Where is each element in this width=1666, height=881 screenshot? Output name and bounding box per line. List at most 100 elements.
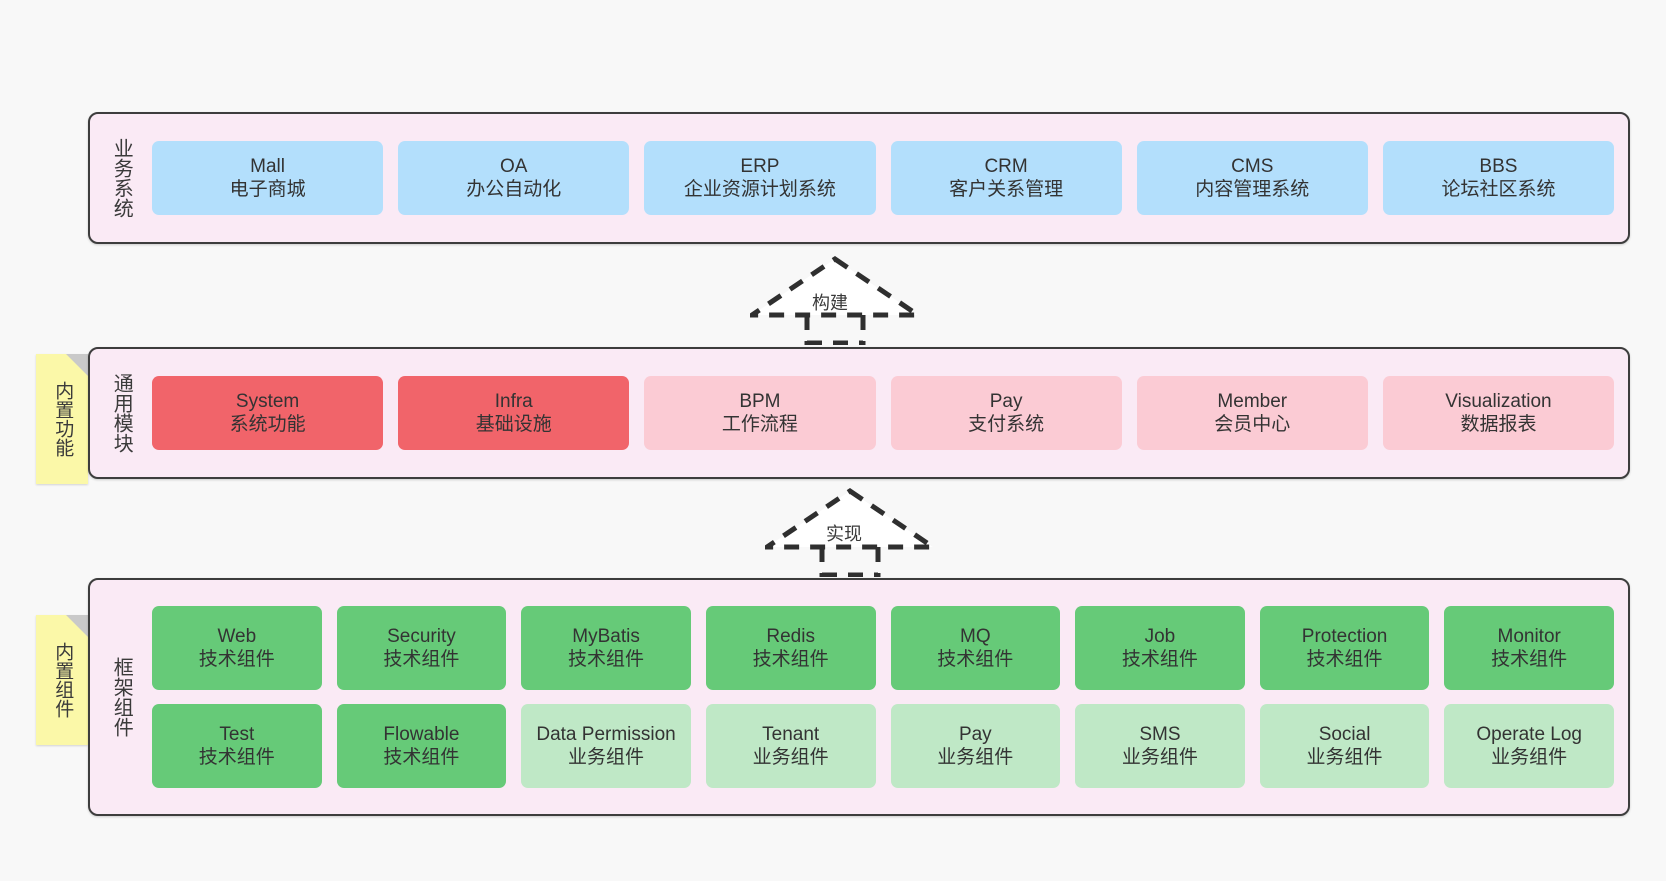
- card-bpm[interactable]: BPM 工作流程: [644, 376, 876, 450]
- card-title: Test: [219, 723, 255, 745]
- card-pay-business[interactable]: Pay 业务组件: [890, 704, 1061, 788]
- card-sms[interactable]: SMS 业务组件: [1075, 704, 1245, 788]
- layer-body-business: Mall 电子商城 OA 办公自动化 ERP 企业资源计划系统 CRM 客户关系…: [144, 114, 1628, 242]
- layer-title-framework: 框架组件: [110, 657, 133, 737]
- layer-business-systems: 业务系统 Mall 电子商城 OA 办公自动化 ERP 企业资源计划系统 CRM…: [88, 112, 1630, 244]
- card-subtitle: 业务组件: [752, 747, 829, 768]
- card-title: Mall: [250, 155, 285, 177]
- card-subtitle: 论坛社区系统: [1441, 179, 1556, 200]
- card-subtitle: 技术组件: [937, 649, 1014, 670]
- card-subtitle: 技术组件: [1306, 649, 1383, 670]
- card-subtitle: 技术组件: [1491, 649, 1568, 670]
- card-subtitle: 会员中心: [1214, 414, 1291, 435]
- card-row: System 系统功能 Infra 基础设施 BPM 工作流程 Pay 支付系统…: [152, 376, 1615, 450]
- card-subtitle: 办公自动化: [466, 179, 562, 200]
- card-title: Visualization: [1445, 390, 1552, 412]
- generalization-arrowhead: [765, 487, 935, 550]
- connector-build-arrow: [750, 255, 920, 345]
- card-operate-log[interactable]: Operate Log 业务组件: [1444, 704, 1614, 788]
- card-title: OA: [500, 155, 528, 177]
- card-title: Operate Log: [1476, 723, 1582, 745]
- card-title: CMS: [1231, 155, 1274, 177]
- card-social[interactable]: Social 业务组件: [1259, 704, 1430, 788]
- card-subtitle: 企业资源计划系统: [683, 179, 836, 200]
- sticky-note-label: 内置功能: [52, 381, 74, 457]
- card-title: MQ: [960, 625, 991, 647]
- sticky-note-builtin-features: 内置功能: [36, 354, 88, 484]
- card-cms[interactable]: CMS 内容管理系统: [1136, 141, 1368, 215]
- card-title: Data Permission: [536, 723, 676, 745]
- card-row: Mall 电子商城 OA 办公自动化 ERP 企业资源计划系统 CRM 客户关系…: [152, 141, 1615, 215]
- layer-title-common: 通用模块: [110, 373, 133, 453]
- card-title: SMS: [1139, 723, 1181, 745]
- layer-common-modules: 通用模块 System 系统功能 Infra 基础设施 BPM 工作流程 Pay…: [88, 347, 1630, 479]
- card-mall[interactable]: Mall 电子商城: [152, 141, 384, 215]
- card-title: ERP: [740, 155, 780, 177]
- connector-build-label: 构建: [812, 293, 848, 313]
- card-title: Flowable: [383, 723, 460, 745]
- layer-title-business: 业务系统: [110, 138, 133, 218]
- card-title: Social: [1318, 723, 1371, 745]
- card-title: Job: [1144, 625, 1176, 647]
- card-title: Pay: [989, 390, 1023, 412]
- card-visualization[interactable]: Visualization 数据报表: [1382, 376, 1615, 450]
- card-subtitle: 业务组件: [1306, 747, 1383, 768]
- card-title: Member: [1217, 390, 1288, 412]
- card-subtitle: 业务组件: [1121, 747, 1198, 768]
- card-title: Web: [217, 625, 257, 647]
- card-subtitle: 技术组件: [198, 649, 275, 670]
- card-crm[interactable]: CRM 客户关系管理: [890, 141, 1122, 215]
- card-title: Tenant: [762, 723, 820, 745]
- card-subtitle: 支付系统: [968, 414, 1045, 435]
- card-subtitle: 业务组件: [1491, 747, 1568, 768]
- card-erp[interactable]: ERP 企业资源计划系统: [644, 141, 876, 215]
- card-security[interactable]: Security 技术组件: [336, 606, 507, 690]
- card-oa[interactable]: OA 办公自动化: [398, 141, 630, 215]
- card-job[interactable]: Job 技术组件: [1075, 606, 1245, 690]
- card-subtitle: 内容管理系统: [1195, 179, 1310, 200]
- card-title: Security: [387, 625, 456, 647]
- card-subtitle: 系统功能: [229, 414, 306, 435]
- card-infra[interactable]: Infra 基础设施: [398, 376, 630, 450]
- card-title: BBS: [1479, 155, 1518, 177]
- card-title: System: [235, 390, 300, 412]
- card-test[interactable]: Test 技术组件: [152, 704, 322, 788]
- card-subtitle: 技术组件: [752, 649, 829, 670]
- card-subtitle: 客户关系管理: [949, 179, 1064, 200]
- card-row: Test 技术组件 Flowable 技术组件 Data Permission …: [152, 704, 1614, 788]
- fold-corner-icon: [66, 354, 88, 376]
- card-title: BPM: [739, 390, 781, 412]
- layer-body-framework: Web 技术组件 Security 技术组件 MyBatis 技术组件 Redi…: [144, 580, 1628, 814]
- layer-framework-components: 框架组件 Web 技术组件 Security 技术组件 MyBatis 技术组件…: [88, 578, 1630, 816]
- card-subtitle: 技术组件: [383, 649, 460, 670]
- card-subtitle: 基础设施: [475, 414, 552, 435]
- card-flowable[interactable]: Flowable 技术组件: [336, 704, 507, 788]
- card-subtitle: 工作流程: [721, 414, 798, 435]
- connector-implement-label: 实现: [826, 524, 862, 544]
- card-web[interactable]: Web 技术组件: [152, 606, 322, 690]
- card-title: CRM: [984, 155, 1028, 177]
- card-subtitle: 技术组件: [1121, 649, 1198, 670]
- card-redis[interactable]: Redis 技术组件: [705, 606, 876, 690]
- card-subtitle: 业务组件: [937, 747, 1014, 768]
- card-bbs[interactable]: BBS 论坛社区系统: [1382, 141, 1615, 215]
- card-mybatis[interactable]: MyBatis 技术组件: [521, 606, 691, 690]
- card-title: Protection: [1301, 625, 1388, 647]
- card-protection[interactable]: Protection 技术组件: [1259, 606, 1430, 690]
- card-mq[interactable]: MQ 技术组件: [890, 606, 1061, 690]
- card-title: Pay: [958, 723, 992, 745]
- card-data-permission[interactable]: Data Permission 业务组件: [521, 704, 691, 788]
- card-subtitle: 电子商城: [229, 179, 306, 200]
- card-tenant[interactable]: Tenant 业务组件: [705, 704, 876, 788]
- card-monitor[interactable]: Monitor 技术组件: [1444, 606, 1614, 690]
- card-system[interactable]: System 系统功能: [152, 376, 384, 450]
- connector-implement-arrow: [765, 487, 935, 577]
- layer-body-common: System 系统功能 Infra 基础设施 BPM 工作流程 Pay 支付系统…: [144, 349, 1628, 477]
- fold-corner-icon: [66, 615, 88, 637]
- card-title: Redis: [766, 625, 815, 647]
- card-member[interactable]: Member 会员中心: [1136, 376, 1368, 450]
- card-pay[interactable]: Pay 支付系统: [890, 376, 1122, 450]
- generalization-arrowhead: [750, 255, 920, 318]
- card-title: Infra: [494, 390, 533, 412]
